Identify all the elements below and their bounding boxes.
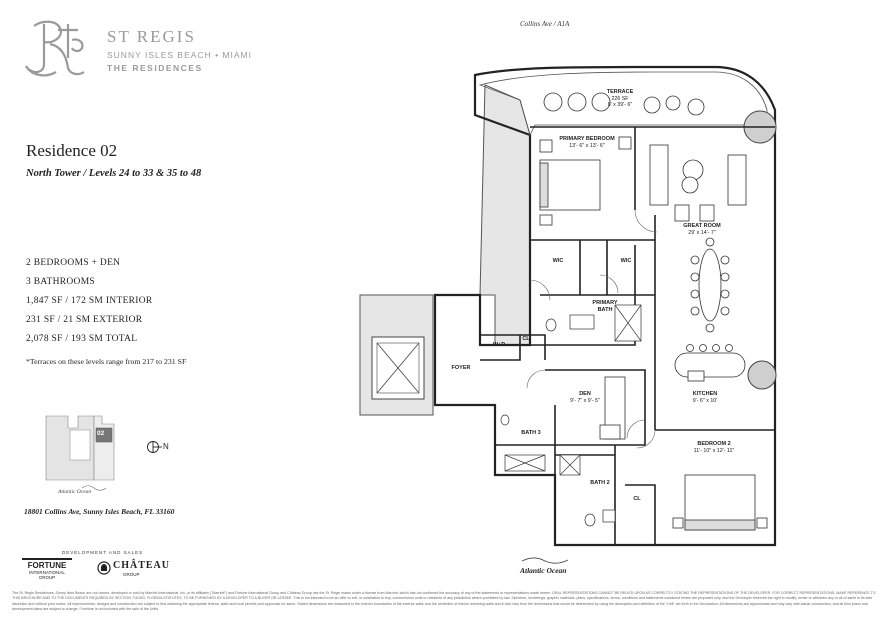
spec-bathrooms: 3 BATHROOMS xyxy=(26,277,96,287)
room-bath-3: BATH 3 xyxy=(521,430,541,436)
great-room-furniture xyxy=(649,144,747,333)
room-wic-2: WIC xyxy=(620,258,632,264)
room-den: DEN 9'- 7" x 9'- 5" xyxy=(560,391,610,404)
terrace-name: TERRACE xyxy=(606,89,634,95)
fortune-name: FORTUNE xyxy=(27,561,67,570)
brand-line: THE RESIDENCES xyxy=(107,63,203,73)
street-label: Collins Ave / A1A xyxy=(520,20,570,28)
st-regis-monogram-logo xyxy=(25,20,85,77)
room-primary-bedroom: PRIMARY BEDROOM 13'- 6" x 13'- 6" xyxy=(557,136,617,149)
unit-outline xyxy=(433,65,777,547)
room-wd: W+D xyxy=(492,342,506,348)
bedroom-2-dimensions: 11'- 10" x 12'- 11" xyxy=(693,447,735,454)
great-room-dimensions: 29' x 14'- 7" xyxy=(688,229,716,236)
terrace-dimensions: 8' x 39'- 6" xyxy=(607,102,633,108)
spec-total: 2,078 SF / 193 SM TOTAL xyxy=(26,334,138,344)
den-dimensions: 9'- 7" x 9'- 5" xyxy=(570,397,600,404)
primary-bedroom-dimensions: 13'- 6" x 13'- 6" xyxy=(569,142,605,149)
key-plan-caption: Atlantic Ocean xyxy=(58,489,92,495)
kitchen-island xyxy=(674,344,746,382)
fortune-logo: FORTUNE INTERNATIONAL GROUP xyxy=(22,558,72,580)
room-terrace: TERRACE 226 SF 8' x 39'- 6" xyxy=(595,89,645,109)
chateau-emblem-icon xyxy=(97,561,111,575)
residence-subtitle: North Tower / Levels 24 to 33 & 35 to 48 xyxy=(26,168,202,179)
brand-name: ST REGIS xyxy=(107,27,196,46)
primary-bedroom-bed xyxy=(539,136,632,226)
den-furniture xyxy=(599,376,626,440)
spec-bedrooms: 2 BEDROOMS + DEN xyxy=(26,258,121,268)
terrace-footnote: *Terraces on these levels range from 217… xyxy=(26,357,187,366)
great-room-name: GREAT ROOM xyxy=(683,223,721,229)
den-name: DEN xyxy=(579,391,591,397)
spec-interior: 1,847 SF / 172 SM INTERIOR xyxy=(26,296,153,306)
residence-specs: 2 BEDROOMS + DEN 3 BATHROOMS 1,847 SF / … xyxy=(26,254,153,349)
terrace-outline xyxy=(478,71,768,137)
chateau-name: CHÂTEAU xyxy=(113,560,171,571)
legal-disclaimer: The St. Regis Residences, Sunny Isles Be… xyxy=(12,591,876,612)
room-great-room: GREAT ROOM 29' x 14'- 7" xyxy=(672,223,732,236)
bath-fixtures xyxy=(500,304,642,527)
floor-plan xyxy=(359,65,777,547)
terrace-furniture xyxy=(543,92,705,116)
room-bath-2: BATH 2 xyxy=(590,480,610,486)
chateau-sub: GROUP xyxy=(123,572,140,577)
key-plan xyxy=(45,415,115,491)
key-plan-unit-label: 02 xyxy=(97,430,105,437)
column-east xyxy=(747,360,777,390)
kitchen-name: KITCHEN xyxy=(692,391,718,397)
corridor-spine xyxy=(479,84,531,346)
room-cl-1: CL xyxy=(522,336,530,342)
bedroom-2-bed xyxy=(672,474,768,531)
north-arrow-icon xyxy=(147,441,162,453)
bedroom-2-name: BEDROOM 2 xyxy=(697,441,731,447)
fortune-sub: INTERNATIONAL GROUP xyxy=(29,570,65,580)
room-cl-2: CL xyxy=(633,496,641,502)
brand-location: SUNNY ISLES BEACH • MIAMI xyxy=(107,50,252,60)
north-label: N xyxy=(163,442,169,451)
primary-bedroom-name: PRIMARY BEDROOM xyxy=(559,136,615,142)
ocean-label: Atlantic Ocean xyxy=(520,566,567,575)
terrace-area: 226 SF xyxy=(611,95,629,102)
room-wic-1: WIC xyxy=(552,258,564,264)
room-bedroom-2: BEDROOM 2 11'- 10" x 12'- 11" xyxy=(682,441,746,454)
room-foyer: FOYER xyxy=(451,365,471,371)
residence-address: 18801 Collins Ave, Sunny Isles Beach, FL… xyxy=(24,507,175,516)
spec-exterior: 231 SF / 21 SM EXTERIOR xyxy=(26,315,143,325)
kitchen-dimensions: 9'- 6" x 10' xyxy=(692,397,718,404)
room-kitchen: KITCHEN 9'- 6" x 10' xyxy=(680,391,730,404)
development-label: DEVELOPMENT AND SALES xyxy=(62,550,144,555)
room-primary-bath: PRIMARY BATH xyxy=(592,300,618,313)
key-plan-unit-highlight xyxy=(95,427,113,443)
residence-title: Residence 02 xyxy=(26,141,118,160)
ocean-wave-icon xyxy=(521,557,569,564)
